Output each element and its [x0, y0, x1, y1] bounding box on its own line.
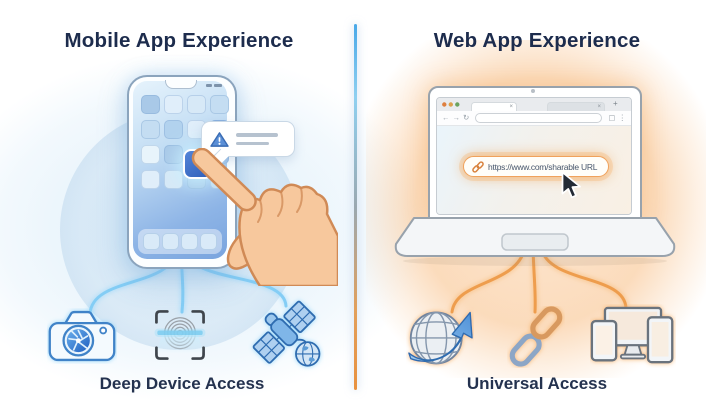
- right-panel-title: Web App Experience: [433, 29, 641, 52]
- camera-icon: [48, 310, 116, 362]
- new-tab-icon: +: [613, 99, 618, 108]
- tab-close-icon: ×: [597, 103, 601, 110]
- divider-line: [354, 24, 357, 390]
- browser-titlebar: × × +: [437, 98, 631, 111]
- notification-text-lines: [236, 133, 278, 145]
- dock-icon: [181, 233, 198, 250]
- laptop-base: [394, 217, 676, 266]
- forward-icon: →: [452, 113, 461, 123]
- phone-dock: [138, 229, 222, 254]
- address-bar: [475, 113, 603, 123]
- app-icon: [210, 170, 229, 189]
- traffic-lights: [442, 102, 460, 107]
- back-icon: ←: [442, 113, 450, 123]
- app-icon: [141, 145, 160, 164]
- app-icon: [210, 95, 229, 114]
- app-icon: [141, 95, 160, 114]
- dock-icon: [162, 233, 179, 250]
- globe-arrow-icon: [408, 311, 473, 365]
- reload-icon: ↻: [463, 113, 470, 123]
- notification-bubble: [201, 121, 295, 157]
- multi-device-icon: [590, 306, 674, 364]
- right-caption: Universal Access: [466, 374, 608, 393]
- fingerprint-scanner-icon: [154, 310, 206, 360]
- chain-link-icon: [509, 306, 563, 367]
- phone-screen: [133, 80, 229, 259]
- tab-close-icon: ×: [509, 103, 513, 110]
- app-icon: [164, 120, 183, 139]
- menu-icon: ⋮: [618, 113, 627, 123]
- phone-notch: [165, 80, 197, 89]
- link-icon: [472, 160, 484, 173]
- browser-toolbar: ← → ↻ ▢ ⋮: [437, 111, 631, 126]
- app-icon: [141, 170, 160, 189]
- dock-icon: [143, 233, 160, 250]
- left-caption: Deep Device Access: [99, 374, 265, 393]
- mouse-cursor-icon: [561, 171, 581, 199]
- laptop-trackpad: [501, 233, 569, 251]
- url-pill-text: https://www.com/sharable URL: [488, 161, 598, 172]
- left-panel-title: Mobile App Experience: [64, 29, 294, 52]
- app-icon: [164, 170, 183, 189]
- satellite-icon: [252, 300, 321, 367]
- warning-triangle-icon: [210, 131, 229, 147]
- dock-icon: [200, 233, 217, 250]
- browser-tab-active: ×: [471, 101, 517, 111]
- app-icon: [164, 95, 183, 114]
- extensions-icon: ▢: [608, 113, 616, 123]
- laptop-camera-dot: [531, 89, 535, 93]
- shareable-url-pill: https://www.com/sharable URL: [463, 156, 609, 177]
- app-icon: [187, 95, 206, 114]
- app-icon: [141, 120, 160, 139]
- browser-tab-inactive: ×: [547, 101, 605, 111]
- phone-status-icons: [206, 84, 222, 87]
- app-icon: [164, 145, 183, 164]
